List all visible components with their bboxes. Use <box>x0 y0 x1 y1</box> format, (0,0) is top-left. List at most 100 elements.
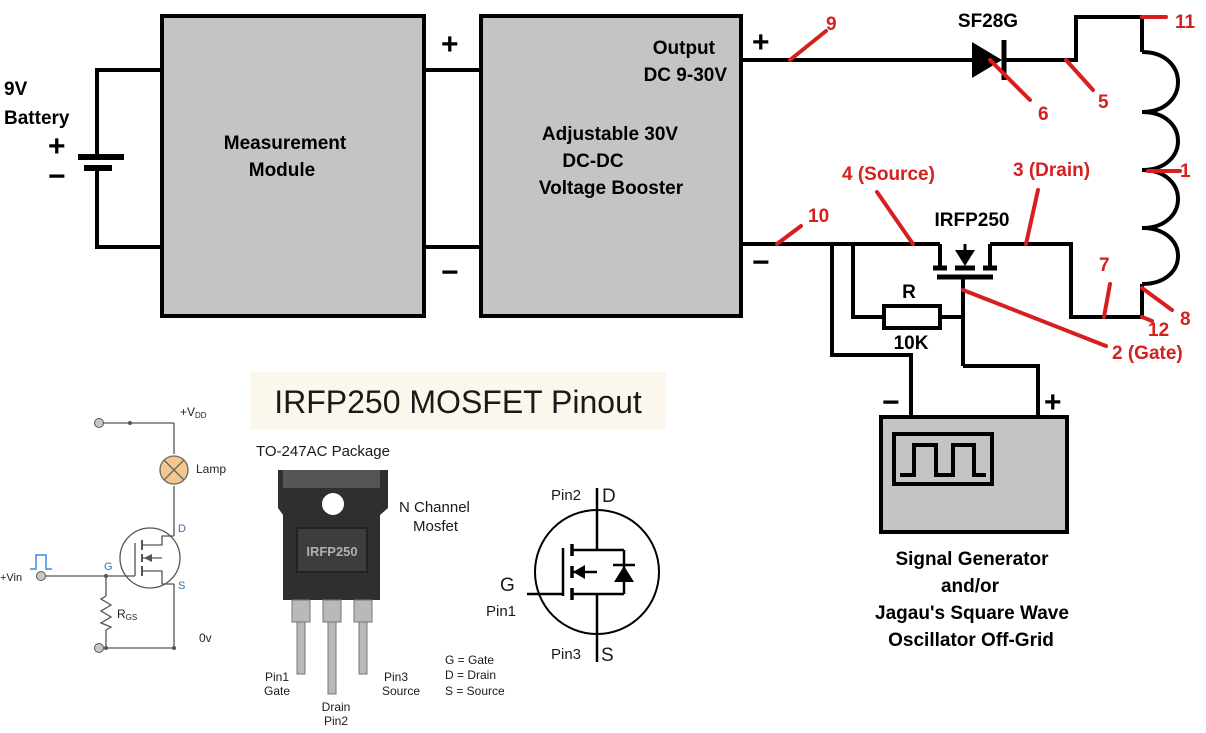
package-mounting-hole <box>322 493 344 515</box>
point-5-pointer <box>1064 58 1095 92</box>
vdd-terminal <box>94 418 104 428</box>
switch-circuit: +VDD Lamp D G S +Vin RGS 0v <box>0 405 226 653</box>
generator-caption-line3: Jagau's Square Wave <box>875 603 1069 624</box>
point-10-pointer <box>775 224 803 246</box>
vdd-label: +VDD <box>180 405 207 420</box>
legend-source: S = Source <box>445 684 505 698</box>
square-wave-icon <box>900 443 986 477</box>
symbol-pin1: Pin1 <box>486 603 516 620</box>
pinout-package: TO-247AC Package <box>256 443 390 460</box>
vdd-junction <box>128 421 132 425</box>
switch-s-label: S <box>178 580 185 592</box>
rgs-resistor <box>99 595 113 631</box>
coil <box>1140 17 1180 317</box>
mosfet-type-line2: Mosfet <box>413 518 459 535</box>
to247-package: IRFP250 <box>278 470 388 695</box>
gate-junction <box>104 574 108 578</box>
battery: 9V Battery + − <box>4 68 160 249</box>
point-7-label: 7 <box>1099 255 1110 276</box>
pin3-shoulder <box>353 599 373 623</box>
measurement-module-box <box>160 14 426 318</box>
generator-plus: + <box>1044 386 1062 419</box>
point-6-pointer <box>988 58 1032 102</box>
point-4-label: 4 (Source) <box>842 164 935 185</box>
diode-label: SF28G <box>958 11 1018 32</box>
pin1-label-line1: Pin1 <box>265 670 289 684</box>
pin1-label-line2: Gate <box>264 684 290 698</box>
booster-output-minus: − <box>752 246 770 279</box>
point-4-pointer <box>875 190 915 246</box>
point-3-label: 3 (Drain) <box>1013 160 1090 181</box>
lamp-cross-b <box>163 459 185 481</box>
voltage-booster-box <box>479 14 743 318</box>
point-1-label: 1 <box>1180 161 1191 182</box>
measurement-module-line2: Module <box>249 160 316 181</box>
source-ground-junction <box>172 646 176 650</box>
mosfet-symbol-arrow <box>573 565 585 579</box>
booster-output-line2: DC 9-30V <box>644 65 728 86</box>
vdd-main: +V <box>180 405 195 419</box>
mosfet-symbol-body-diode <box>614 566 634 582</box>
booster-input-plus: + <box>441 28 459 61</box>
point-8-pointer <box>1140 286 1174 312</box>
generator-negative-wire <box>830 244 913 417</box>
signal-generator-screen <box>892 432 994 486</box>
point-7-pointer <box>1102 282 1112 319</box>
pinout-title: IRFP250 MOSFET Pinout <box>274 384 642 420</box>
ground-terminal <box>94 643 104 653</box>
diode-to-coil-wire <box>1004 15 1142 62</box>
diode-sf28g: SF28G <box>958 11 1018 80</box>
booster-output-plus: + <box>752 26 770 59</box>
resistor-left-wire <box>851 244 884 319</box>
battery-label-line1: 9V <box>4 79 28 100</box>
resistor-label: R <box>902 282 916 303</box>
symbol-pin3: Pin3 <box>551 646 581 663</box>
switch-mosfet-source-wire <box>142 570 174 585</box>
battery-top-wire <box>95 68 160 157</box>
vdd-subscript: DD <box>195 411 207 420</box>
package-tab <box>283 470 380 488</box>
pinout-graphic: IRFP250 MOSFET Pinout TO-247AC Package I… <box>250 372 666 728</box>
mosfet-arrow <box>955 250 975 266</box>
input-pulse-icon <box>30 554 52 570</box>
point-5-label: 5 <box>1098 92 1109 113</box>
point-12-pointer <box>1140 315 1154 323</box>
symbol-pin2: Pin2 <box>551 487 581 504</box>
booster-input-minus: − <box>441 256 459 289</box>
battery-label-line2: Battery <box>4 108 70 129</box>
point-annotations <box>775 15 1182 348</box>
measurement-module-line1: Measurement <box>224 133 347 154</box>
switch-mosfet-arrow <box>144 554 152 562</box>
symbol-g: G <box>500 575 515 596</box>
mosfet-type-line1: N Channel <box>399 499 470 516</box>
switch-g-label: G <box>104 561 113 573</box>
zero-volt-label: 0v <box>199 631 212 645</box>
lamp-label: Lamp <box>196 462 226 476</box>
vin-terminal <box>36 571 46 581</box>
point-labels: 9 10 11 5 6 1 7 8 12 4 (Source) 3 (Drain… <box>808 12 1196 364</box>
point-10-label: 10 <box>808 206 829 227</box>
pin2-label-line2: Pin2 <box>324 714 348 728</box>
generator-minus: − <box>882 386 900 419</box>
switch-mosfet-drain-wire <box>142 535 174 546</box>
pin3-label-line2: Source <box>382 684 420 698</box>
point-2-label: 2 (Gate) <box>1112 343 1183 364</box>
rgs-main: R <box>117 607 126 621</box>
generator-caption-line2: and/or <box>941 576 1000 597</box>
point-12-label: 12 <box>1148 320 1169 341</box>
main-circuit: 9V Battery + − Measurement Module + − Ad… <box>4 11 1196 651</box>
resistor-value: 10K <box>894 333 929 354</box>
diode-triangle <box>972 42 1002 78</box>
generator-caption-line1: Signal Generator <box>895 549 1049 570</box>
symbol-d: D <box>602 486 616 507</box>
measurement-module: Measurement Module <box>160 14 426 318</box>
pin2-shoulder <box>322 599 342 623</box>
switch-d-label: D <box>178 523 186 535</box>
battery-bottom-wire <box>95 168 160 249</box>
point-9-label: 9 <box>826 14 837 35</box>
legend-gate: G = Gate <box>445 653 494 667</box>
point-8-label: 8 <box>1180 309 1191 330</box>
booster-line3: Voltage Booster <box>539 178 684 199</box>
point-9-pointer <box>788 29 828 62</box>
